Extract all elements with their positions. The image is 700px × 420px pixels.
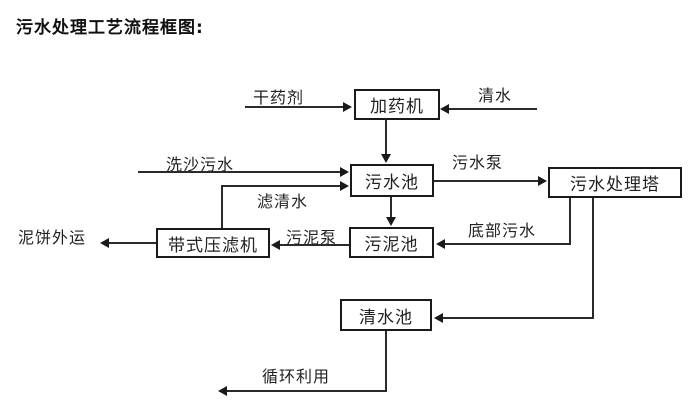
arrow-line-sand-washing <box>138 171 340 173</box>
arrow-line-recycle <box>227 390 387 392</box>
arrow-line-bottom-sewage <box>445 243 571 245</box>
arrowhead-right-icon <box>538 176 547 186</box>
node-sewage-pool: 污水池 <box>350 164 434 197</box>
arrowhead-left-icon <box>271 240 280 250</box>
arrow-line-filtered-water-vertical <box>221 185 223 228</box>
label-clear-water: 清水 <box>478 86 513 105</box>
node-sludge-pool: 污泥池 <box>349 227 434 258</box>
arrow-line-bottom-sewage-vertical <box>569 198 571 245</box>
node-sewage-treatment-tower: 污水处理塔 <box>548 167 682 198</box>
arrow-line-tower-to-clear <box>443 317 594 319</box>
arrow-line-recycle-vertical <box>385 331 387 391</box>
arrowhead-left-icon <box>434 313 443 323</box>
label-sludge-pump: 污泥泵 <box>286 228 338 247</box>
arrow-line-sewage-pump <box>434 180 538 182</box>
arrowhead-left-icon <box>218 386 227 396</box>
arrowhead-down-icon <box>381 154 391 163</box>
label-sand-washing-sewage: 洗沙污水 <box>166 155 235 174</box>
arrowhead-down-icon <box>386 217 396 226</box>
arrowhead-right-icon <box>340 167 349 177</box>
node-dosing-machine: 加药机 <box>354 89 440 120</box>
arrowhead-left-icon <box>440 104 449 114</box>
label-bottom-sewage: 底部污水 <box>468 221 537 240</box>
label-dry-agent: 干药剂 <box>253 88 305 107</box>
arrow-line-dry-agent <box>245 106 344 108</box>
page-title: 污水处理工艺流程框图: <box>16 18 204 38</box>
arrow-line-mud-cake <box>109 242 156 244</box>
node-clear-water-pool: 清水池 <box>340 299 432 331</box>
label-recycle-use: 循环利用 <box>262 367 331 386</box>
arrow-line-pool-to-sludge <box>390 197 392 217</box>
arrowhead-left-icon <box>100 238 109 248</box>
label-filtered-water: 滤清水 <box>257 192 309 211</box>
arrowhead-right-icon <box>343 102 352 112</box>
label-sewage-pump: 污水泵 <box>452 153 504 172</box>
label-mud-cake-out: 泥饼外运 <box>18 228 87 247</box>
arrow-line-clear-water <box>449 108 537 110</box>
arrowhead-left-icon <box>436 239 445 249</box>
arrow-line-tower-to-clear-vertical <box>592 198 594 319</box>
node-belt-filter-press: 带式压滤机 <box>156 228 270 258</box>
arrow-line-dosing-to-pool <box>385 120 387 154</box>
arrow-line-sludge-pump <box>280 244 349 246</box>
arrow-line-filtered-water <box>222 185 340 187</box>
arrowhead-right-icon <box>340 181 349 191</box>
